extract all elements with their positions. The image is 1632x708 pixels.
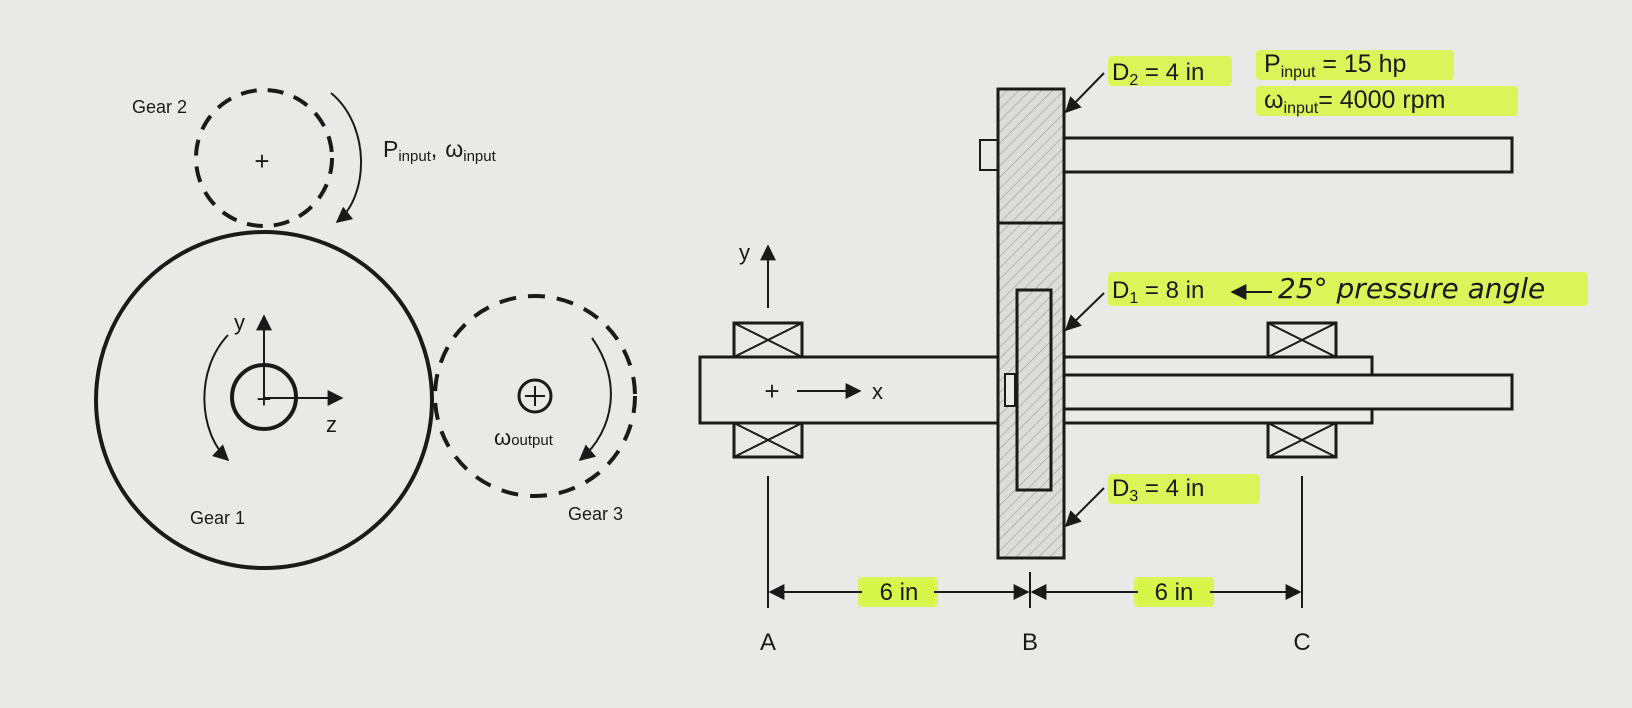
gear-3-center [517,378,553,414]
input-p: P [383,136,398,162]
gear-1-circle [94,230,434,570]
input-rotation-arrow [330,92,363,224]
gear-3-circle [433,294,637,498]
dim-bc-label: 6 in [1155,579,1194,606]
d1-label: D1 = 8 in [1112,277,1204,307]
power-val: = 15 hp [1315,50,1406,78]
input-w: ω [445,136,463,162]
power-main: P [1264,50,1281,78]
d2-leader [1064,72,1105,114]
power-label: Pinput = 15 hp [1264,50,1406,81]
d2-sub: 2 [1129,72,1138,89]
gear-2-block [996,87,1066,225]
output-w: ω [494,425,511,450]
speed-val: = 4000 rpm [1318,86,1445,114]
gear-1-z-label: z [326,412,337,437]
pressure-note: 25° pressure angle [1278,272,1545,305]
gear-3-block [1015,288,1053,492]
bearing-c [1266,321,1338,459]
d3-highlight [1108,474,1260,504]
power-highlight [1256,50,1454,80]
gear-1-label: Gear 1 [190,508,245,528]
speed-sub: input [1284,100,1319,117]
gear-1-rotation-arrow [203,334,230,462]
d1-sub: 1 [1129,290,1138,307]
d2-highlight [1108,56,1232,86]
dim-bc-gap [1138,580,1210,604]
point-a-label: A [760,629,776,656]
right-origin-mark: + [764,376,779,406]
gear-2-circle [194,88,334,228]
input-w-sub: input [463,148,496,165]
upper-shaft-stub [979,139,999,171]
d2-label: D2 = 4 in [1112,59,1204,89]
input-label: Pinput, ωinput [383,136,497,165]
gear-3-rotation-arrow [578,337,612,462]
d3-leader [1064,487,1105,528]
upper-shaft [1058,136,1514,174]
d2-val: = 4 in [1138,59,1204,86]
lower-shaft-stub [1004,373,1016,407]
d1-leader [1064,292,1105,332]
speed-highlight [1256,86,1518,116]
power-sub: input [1281,64,1316,81]
dim-ab-gap [862,580,934,604]
right-y-label: y [739,240,750,265]
lower-shaft-inner [1008,373,1514,411]
input-sep: , [431,136,437,162]
d3-sub: 3 [1129,488,1138,505]
input-p-sub: input [398,148,431,165]
gear-3-label: Gear 3 [568,504,623,524]
d1-highlight [1108,272,1588,306]
gear-2-label: Gear 2 [132,97,187,117]
gear-2-center-mark: + [254,146,269,176]
d2-main: D [1112,59,1129,86]
point-b-label: B [1022,629,1038,656]
dim-ab-label: 6 in [880,579,919,606]
d3-val: = 4 in [1138,475,1204,502]
right-x-label: x [872,379,883,404]
speed-label: ωinput= 4000 rpm [1264,86,1445,117]
output-label: ωoutput [494,425,554,450]
d3-main: D [1112,475,1129,502]
output-w-sub: output [511,432,554,449]
speed-main: ω [1264,86,1284,114]
d1-val: = 8 in [1138,277,1204,304]
d1-main: D [1112,277,1129,304]
gear-1-y-label: y [234,310,245,335]
bearing-a [732,321,804,459]
point-c-label: C [1293,629,1310,656]
d3-label: D3 = 4 in [1112,475,1204,505]
